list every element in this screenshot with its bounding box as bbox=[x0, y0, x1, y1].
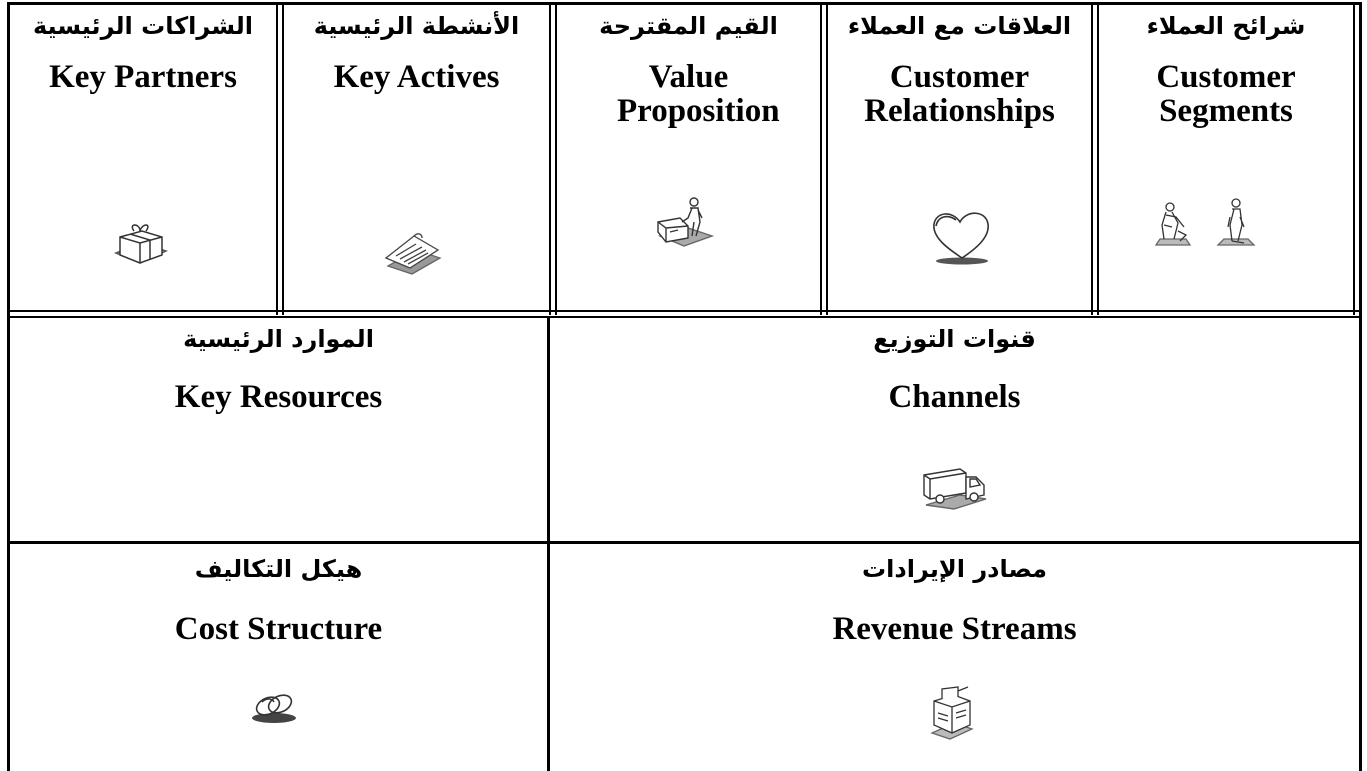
divider-v bbox=[826, 2, 828, 315]
truck-icon bbox=[920, 465, 992, 511]
divider-h bbox=[7, 310, 1362, 312]
divider-v bbox=[282, 2, 284, 315]
cell-value-proposition: القيم المقترحة Value Proposition bbox=[557, 5, 820, 310]
border-right bbox=[1359, 2, 1362, 771]
cell-title-arabic: قنوات التوزيع bbox=[873, 325, 1036, 353]
cell-revenue-streams: مصادر الإيرادات Revenue Streams bbox=[550, 544, 1359, 771]
person-with-box-icon bbox=[654, 196, 718, 250]
divider-v bbox=[555, 2, 557, 315]
cell-title-english: Key Actives bbox=[333, 59, 500, 95]
cell-title-arabic: هيكل التكاليف bbox=[194, 555, 363, 583]
people-icon bbox=[1150, 197, 1266, 251]
cell-customer-relationships: العلاقات مع العملاء Customer Relationshi… bbox=[828, 5, 1091, 310]
cell-title-arabic: مصادر الإيرادات bbox=[862, 555, 1047, 583]
border-top bbox=[7, 2, 1362, 5]
cell-key-partners: الشراكات الرئيسية Key Partners bbox=[10, 5, 276, 310]
cell-key-resources: الموارد الرئيسية Key Resources bbox=[10, 318, 547, 541]
divider-v bbox=[820, 2, 822, 315]
cell-customer-segments: شرائح العملاء Customer Segments bbox=[1099, 5, 1353, 310]
cell-title-arabic: الموارد الرئيسية bbox=[183, 325, 374, 353]
divider-v bbox=[549, 2, 551, 315]
divider-h bbox=[7, 316, 1362, 318]
cell-title-english: Customer Relationships bbox=[864, 59, 1055, 129]
cell-title-english: Revenue Streams bbox=[832, 611, 1077, 647]
rings-icon bbox=[248, 690, 300, 726]
cell-title-arabic: الشراكات الرئيسية bbox=[32, 12, 253, 40]
border-left bbox=[7, 2, 10, 771]
cell-title-english: Value Proposition bbox=[617, 59, 780, 129]
cash-register-icon bbox=[928, 685, 976, 741]
cell-title-english: Customer Segments bbox=[1156, 59, 1296, 129]
cell-title-arabic: الأنشطة الرئيسية bbox=[313, 12, 520, 40]
cell-title-english: Cost Structure bbox=[174, 611, 383, 647]
divider-h bbox=[7, 541, 1362, 544]
cell-key-actives: الأنشطة الرئيسية Key Actives bbox=[284, 5, 549, 310]
cell-title-english: Channels bbox=[888, 379, 1021, 415]
divider-v bbox=[1353, 2, 1355, 315]
divider-v bbox=[1097, 2, 1099, 315]
document-icon bbox=[382, 228, 446, 278]
heart-icon bbox=[922, 206, 1002, 266]
cell-title-arabic: العلاقات مع العملاء bbox=[847, 12, 1072, 40]
cell-cost-structure: هيكل التكاليف Cost Structure bbox=[10, 544, 547, 771]
cell-title-english: Key Resources bbox=[174, 379, 383, 415]
cell-title-arabic: القيم المقترحة bbox=[599, 12, 778, 40]
divider-v bbox=[276, 2, 278, 315]
cell-title-arabic: شرائح العملاء bbox=[1146, 12, 1306, 40]
cell-channels: قنوات التوزيع Channels bbox=[550, 318, 1359, 541]
gift-icon bbox=[110, 223, 172, 271]
divider-v bbox=[1091, 2, 1093, 315]
cell-title-english: Key Partners bbox=[49, 59, 237, 95]
